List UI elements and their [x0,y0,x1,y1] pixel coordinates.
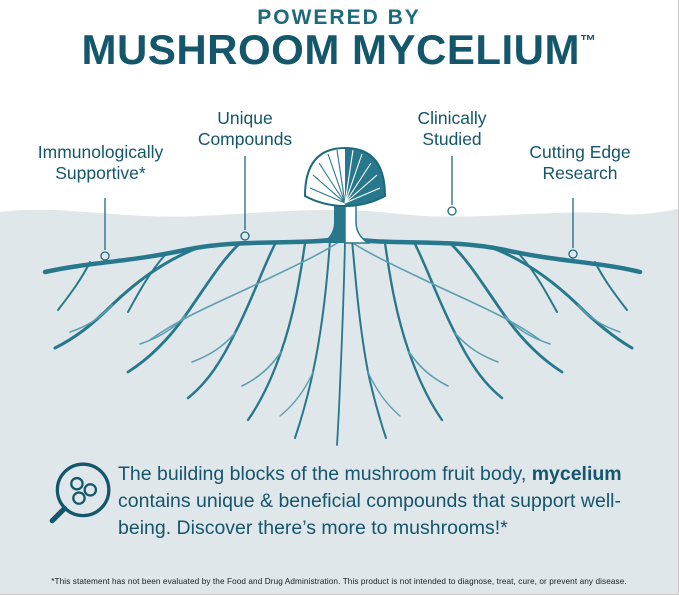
body-copy-part1: The building blocks of the mushroom frui… [118,463,532,485]
mycelium-roots [42,235,643,446]
page-title: MUSHROOM MYCELIUM™ [0,26,678,74]
trademark-symbol: ™ [579,33,597,50]
body-copy-part2: contains unique & beneficial compounds t… [118,490,621,539]
kicker-text: POWERED BY [257,6,421,29]
magnifier-molecule-icon [49,462,111,524]
title-text: MUSHROOM MYCELIUM [81,26,580,73]
callout-connectors [100,156,578,261]
body-copy: The building blocks of the mushroom frui… [118,461,666,542]
callout-clinically-studied: Clinically Studied [417,108,487,150]
callout-unique-compounds: Unique Compounds [197,108,293,150]
callout-cutting-edge-research: Cutting Edge Research [529,142,631,184]
mushroom-icon [303,146,387,244]
body-copy-bold-mycelium: mycelium [531,463,622,485]
fda-disclaimer: *This statement has not been evaluated b… [51,577,627,586]
callout-immunologically-supportive: Immunologically Supportive* [37,142,164,184]
